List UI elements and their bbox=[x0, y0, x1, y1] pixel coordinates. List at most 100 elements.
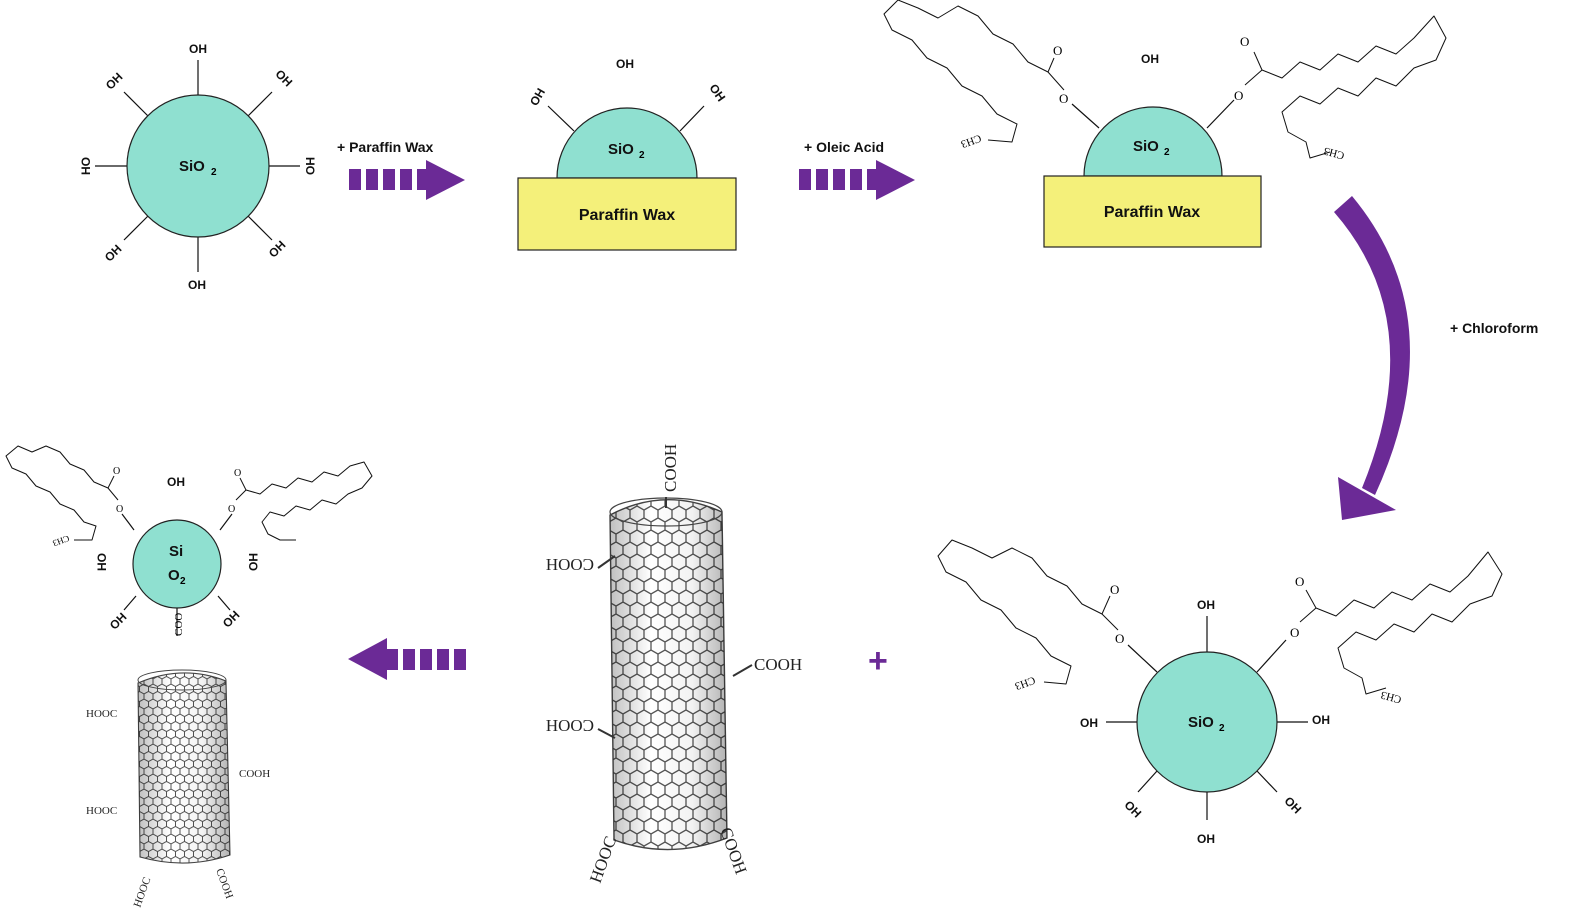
methyl-label: CH3 bbox=[1322, 144, 1346, 161]
hydroxyl-label: OH bbox=[189, 42, 207, 56]
bare-silica-particle: SiO 2 OH OH HO HO OH OH OH OH bbox=[79, 42, 317, 292]
paraffin-wax-block bbox=[517, 177, 737, 251]
methyl-label: CH3 bbox=[1379, 688, 1403, 705]
ester-oxygen: O bbox=[1115, 631, 1124, 646]
sio2-label: SiO bbox=[1188, 714, 1214, 731]
silica-sphere bbox=[132, 519, 222, 609]
hydroxyl-label: OH bbox=[1282, 794, 1305, 817]
dashed-arrow-right-icon bbox=[799, 160, 915, 200]
plus-icon: + bbox=[868, 642, 888, 680]
hydroxyl-label: HO bbox=[246, 553, 260, 571]
hydroxyl-label: HO bbox=[79, 157, 93, 175]
dashed-arrow-right-icon bbox=[349, 160, 465, 200]
carboxyl-label: COOH bbox=[213, 867, 235, 900]
hydroxyl-label: OH bbox=[167, 475, 185, 489]
sio2-subscript: 2 bbox=[180, 576, 186, 587]
carbon-nanotube-icon bbox=[609, 497, 728, 851]
carbonyl-oxygen: O bbox=[1240, 34, 1249, 49]
ester-oxygen: O bbox=[1234, 88, 1243, 103]
carboxyl-label: COOH bbox=[661, 444, 680, 492]
paraffin-wax-label: Paraffin Wax bbox=[1104, 204, 1200, 221]
ester-oxygen: O bbox=[1290, 625, 1299, 640]
hydroxyl-label: OH bbox=[1080, 716, 1098, 730]
sio2-subscript: 2 bbox=[639, 150, 645, 161]
curved-arrow-head bbox=[1338, 477, 1396, 520]
silica-hemisphere bbox=[556, 107, 698, 179]
step-oleic-acid: + Oleic Acid bbox=[799, 139, 915, 200]
silica-hemisphere bbox=[1083, 106, 1223, 177]
silica-sphere bbox=[1136, 651, 1278, 793]
ester-oxygen: O bbox=[228, 504, 235, 515]
carboxyl-label: HOOC bbox=[132, 876, 154, 909]
hydroxyl-label: OH bbox=[266, 238, 289, 261]
carbonyl-oxygen: O bbox=[113, 466, 120, 477]
hydroxyl-bonds bbox=[95, 60, 300, 272]
carbon-nanotube-icon bbox=[137, 669, 231, 864]
sio2-subscript: 2 bbox=[1164, 147, 1170, 158]
si-label: Si bbox=[169, 543, 183, 560]
hydroxyl-label: OH bbox=[616, 57, 634, 71]
hydroxyl-label: OH bbox=[706, 81, 728, 104]
sio2-label: SiO bbox=[179, 158, 205, 175]
carboxyl-label: HOOC bbox=[586, 834, 620, 886]
hydroxyl-label: OH bbox=[107, 610, 130, 633]
hydroxyl-label: OH bbox=[188, 278, 206, 292]
sio2-subscript: 2 bbox=[1219, 723, 1225, 734]
hydroxyl-label: OH bbox=[1122, 798, 1145, 821]
oleic-silica-on-paraffin: Paraffin Wax SiO 2 OH O O CH3 O O CH3 bbox=[883, 0, 1447, 248]
methyl-label: CH3 bbox=[959, 132, 983, 151]
dashed-arrow-left-icon bbox=[348, 638, 466, 680]
step-paraffin-wax: + Paraffin Wax bbox=[337, 139, 465, 200]
oleic-acid-chain-right: O O CH3 bbox=[1290, 551, 1503, 705]
hydroxyl-label: OH bbox=[1141, 52, 1159, 66]
sio2-subscript: 2 bbox=[211, 167, 217, 178]
ester-oxygen: O bbox=[116, 504, 123, 515]
carboxyl-label: COOH bbox=[546, 716, 594, 735]
silica-sphere bbox=[126, 94, 270, 238]
sio2-label: SiO bbox=[608, 141, 634, 158]
carbonyl-oxygen: O bbox=[234, 468, 241, 479]
oleic-acid-chain-left: O O CH3 bbox=[883, 0, 1100, 151]
ester-oxygen: O bbox=[1059, 91, 1068, 106]
oleic-acid-chain-right: O O bbox=[228, 461, 373, 541]
sio2-label: SiO bbox=[1133, 138, 1159, 155]
curved-arrow-icon bbox=[1334, 196, 1410, 495]
hydroxyl-label: OH bbox=[102, 242, 125, 265]
oleic-modified-silica: SiO 2 OH OH OH OH OH OH O O CH3 O O CH3 bbox=[937, 539, 1503, 846]
methyl-label: CH3 bbox=[51, 533, 71, 548]
carbonyl-oxygen: O bbox=[1110, 582, 1119, 597]
step-label: + Oleic Acid bbox=[804, 139, 884, 155]
carboxyl-label: COOH bbox=[754, 655, 802, 674]
carbonyl-oxygen: O bbox=[1053, 43, 1062, 58]
paraffin-wax-label: Paraffin Wax bbox=[579, 207, 675, 224]
oleic-acid-chain-right: O O CH3 bbox=[1206, 15, 1447, 161]
oleic-acid-chain-left: O O CH3 bbox=[937, 539, 1124, 693]
hydroxyl-label: OH bbox=[1312, 713, 1330, 727]
carbonyl-oxygen: O bbox=[1295, 574, 1304, 589]
carboxyl-label: COOH bbox=[546, 555, 594, 574]
carboxyl-label: COOH bbox=[239, 768, 270, 780]
hydroxyl-label: OH bbox=[1197, 598, 1215, 612]
hydroxyl-label: OH bbox=[527, 86, 548, 109]
carboxyl-label: COOH bbox=[716, 825, 750, 877]
carboxylated-nanotube: COOH COOH COOH COOH HOOC COOH bbox=[546, 444, 802, 886]
hydroxyl-label: HO bbox=[303, 157, 317, 175]
hydroxyl-label: OH bbox=[1197, 832, 1215, 846]
hydroxyl-label: OH bbox=[103, 70, 126, 93]
silica-nanotube-composite: Si O 2 OH HO HO OH OH COO O O CH3 O O HO… bbox=[5, 445, 373, 909]
paraffin-wax-block bbox=[1043, 175, 1262, 248]
step-chloroform: + Chloroform bbox=[1334, 196, 1538, 520]
hydroxyl-label: OH bbox=[273, 67, 296, 90]
methyl-label: CH3 bbox=[1013, 674, 1037, 693]
o-label: O bbox=[168, 567, 180, 584]
step-label: + Chloroform bbox=[1450, 320, 1538, 336]
hydroxyl-label: OH bbox=[220, 608, 243, 631]
ester-link-label: COO bbox=[173, 613, 185, 636]
step-label: + Paraffin Wax bbox=[337, 139, 434, 155]
carboxyl-label: HOOC bbox=[86, 708, 117, 720]
carboxyl-label: HOOC bbox=[86, 805, 117, 817]
silica-on-paraffin: Paraffin Wax SiO 2 OH OH OH bbox=[517, 57, 737, 251]
hydroxyl-label: HO bbox=[95, 553, 109, 571]
oleic-acid-chain-left: O O CH3 bbox=[5, 445, 123, 549]
